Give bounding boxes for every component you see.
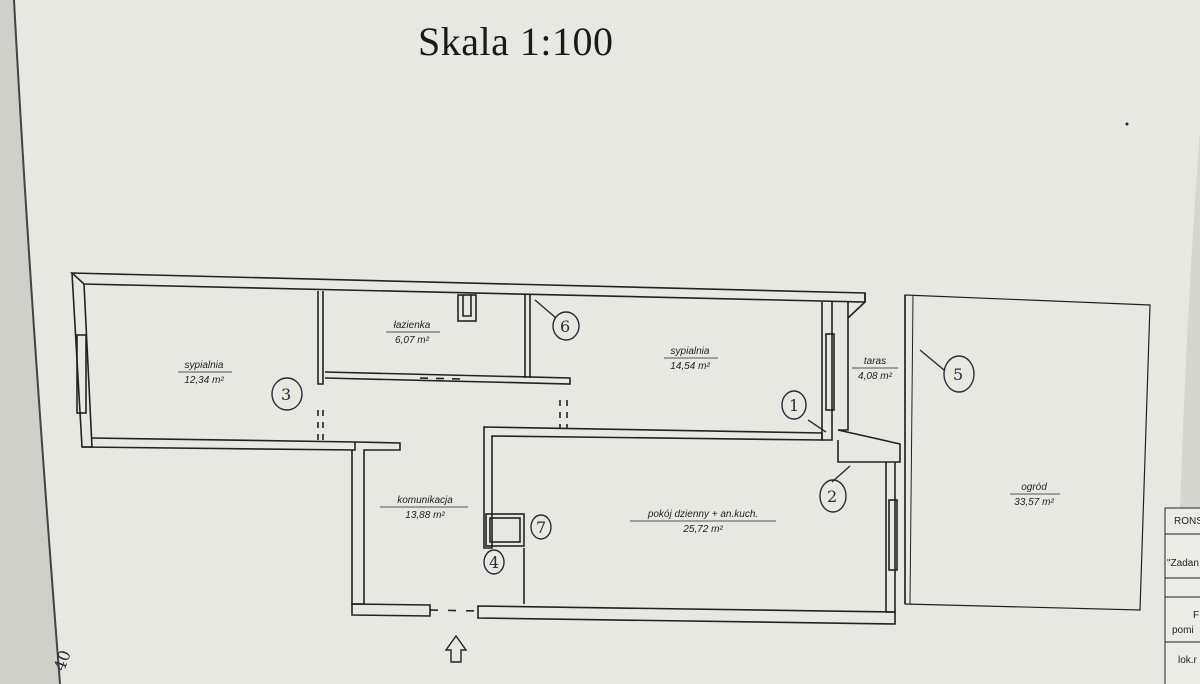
room-label-pokoj-dzienny: pokój dzienny + an.kuch. 25,72 m² [630, 509, 776, 535]
title-block-line: F [1193, 610, 1199, 621]
room-labels: sypialnia 12,34 m² łazienka 6,07 m² sypi… [178, 320, 1060, 535]
walls [69, 272, 1151, 625]
room-area: 33,57 m² [1014, 497, 1054, 508]
room-area: 14,54 m² [670, 361, 710, 372]
room-name: sypialnia [185, 360, 224, 371]
room-label-sypialnia-2: sypialnia 14,54 m² [664, 346, 718, 372]
room-area: 4,08 m² [858, 371, 893, 382]
room-label-ogrod: ogród 33,57 m² [1010, 482, 1060, 508]
room-label-komunikacja: komunikacja 13,88 m² [380, 495, 468, 521]
drawing-title: Skala 1:100 [418, 19, 614, 64]
room-name: pokój dzienny + an.kuch. [647, 509, 758, 520]
marker-6: 6 [560, 317, 570, 336]
room-name: sypialnia [671, 346, 710, 357]
handwritten-markers [271, 299, 975, 575]
room-label-lazienka: łazienka 6,07 m² [386, 320, 440, 346]
room-area: 6,07 m² [395, 335, 430, 346]
room-area: 13,88 m² [405, 510, 445, 521]
title-block-line: pomi [1172, 625, 1194, 636]
paper-edge-left [0, 0, 60, 684]
entrance-arrow-icon [444, 634, 468, 663]
room-name: ogród [1021, 482, 1047, 493]
paper-edge-line [13, 0, 61, 684]
room-area: 12,34 m² [184, 375, 224, 386]
dot [1125, 122, 1129, 126]
room-area: 25,72 m² [682, 524, 723, 535]
room-label-taras: taras 4,08 m² [852, 356, 898, 382]
room-name: komunikacja [397, 495, 453, 506]
marker-3: 3 [281, 385, 291, 404]
marker-5: 5 [953, 365, 963, 384]
title-block-line: lok.r [1178, 655, 1198, 666]
title-block-line: RONS [1174, 516, 1200, 527]
room-name: łazienka [394, 320, 431, 331]
marker-1: 1 [789, 396, 799, 415]
title-block: RONS "Zadan F pomi lok.r [1164, 507, 1200, 684]
title-block-line: "Zadan [1167, 558, 1199, 569]
room-label-sypialnia-1: sypialnia 12,34 m² [178, 360, 232, 386]
marker-4: 4 [489, 553, 499, 572]
marker-7: 7 [536, 518, 546, 537]
room-name: taras [864, 356, 886, 367]
marker-2: 2 [827, 487, 837, 506]
marker-labels: 6 1 2 3 5 7 4 [281, 317, 963, 572]
